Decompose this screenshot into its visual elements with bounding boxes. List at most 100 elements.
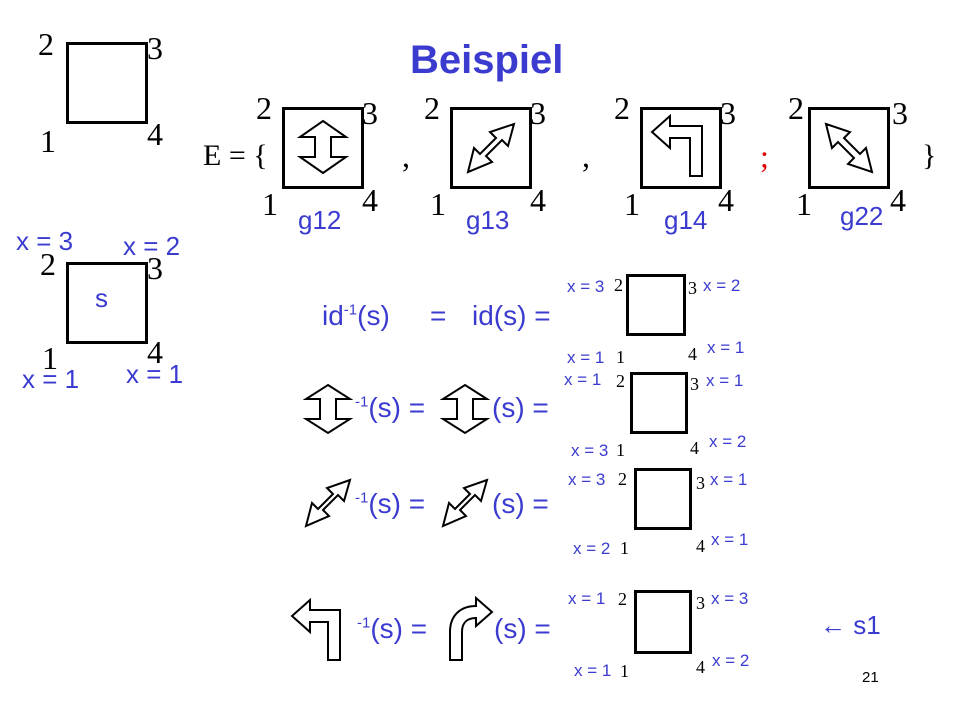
row4-inverse: -1 [357, 614, 371, 632]
s-x-top-left: x = 3 [16, 226, 74, 256]
row2-lhs-vertical-double-arrow-icon [303, 383, 353, 435]
g22-corner-4: 4 [890, 182, 906, 218]
element-label-g22: g22 [840, 201, 884, 231]
row2-result-square [630, 372, 688, 434]
row2-corner-3: 3 [690, 374, 699, 394]
row3-result-square [634, 468, 692, 530]
g12-corner-2: 2 [256, 90, 272, 126]
g13-corner-2: 2 [424, 90, 440, 126]
g22-corner-3: 3 [892, 95, 908, 131]
row1-x-bl: x = 1 [567, 348, 605, 367]
row3-rhs: (s) = [492, 488, 549, 519]
row2-x-tl: x = 1 [564, 370, 602, 389]
row1-corner-4: 4 [688, 344, 697, 364]
page-number: 21 [862, 669, 879, 686]
row3-arg: (s) = [368, 488, 426, 519]
row3-lhs-diagonal-double-arrow-icon [304, 478, 352, 528]
row1-x-tr: x = 2 [703, 276, 741, 295]
s-corner-2: 2 [40, 246, 56, 282]
row3-rhs-diagonal-double-arrow-icon [441, 478, 489, 528]
g22-corner-2: 2 [788, 90, 804, 126]
g12-corner-4: 4 [362, 182, 378, 218]
g14-corner-1: 1 [624, 186, 640, 222]
row4-lhs-bent-arrow-left-icon [290, 598, 341, 661]
result-note: ← s1 [820, 612, 881, 638]
corner-label-1: 1 [40, 123, 56, 159]
row2-lhs: -1(s) = [355, 394, 425, 422]
vertical-double-arrow-icon [296, 119, 350, 175]
g14-corner-3: 3 [720, 95, 736, 131]
row2-x-bl: x = 3 [571, 441, 609, 460]
g14-corner-2: 2 [614, 90, 630, 126]
row4-arg: (s) = [370, 613, 428, 644]
row4-x-tl: x = 1 [568, 589, 606, 608]
row4-corner-4: 4 [696, 657, 705, 677]
row1-corner-2: 2 [614, 275, 623, 295]
row1-inverse: -1 [343, 301, 358, 319]
row4-rhs: (s) = [494, 613, 551, 644]
row1-corner-3: 3 [688, 278, 697, 298]
element-label-g13: g13 [466, 205, 510, 235]
s-corner-4: 4 [147, 334, 163, 370]
row4-rhs-curved-arrow-right-icon [449, 596, 494, 661]
note-s1: s1 [853, 610, 881, 640]
row3-corner-3: 3 [696, 473, 705, 493]
row1-result-square [626, 274, 686, 336]
row2-corner-4: 4 [690, 438, 699, 458]
row2-x-br: x = 2 [709, 432, 747, 451]
row3-lhs: -1(s) = [355, 490, 425, 518]
set-separator-semicolon: ; [760, 138, 769, 174]
element-label-g14: g14 [664, 205, 708, 235]
row1-x-br: x = 1 [707, 338, 745, 357]
set-close: } [922, 139, 937, 172]
row3-corner-1: 1 [620, 538, 629, 558]
row2-x-tr: x = 1 [706, 371, 744, 390]
g13-corner-3: 3 [530, 95, 546, 131]
row4-corner-3: 3 [696, 593, 705, 613]
g12-corner-1: 1 [262, 186, 278, 222]
row3-x-bl: x = 2 [573, 539, 611, 558]
s-corner-3: 3 [147, 250, 163, 286]
row2-corner-2: 2 [616, 371, 625, 391]
g13-corner-1: 1 [430, 186, 446, 222]
row2-corner-1: 1 [616, 440, 625, 460]
g14-corner-4: 4 [718, 182, 734, 218]
row4-result-square [634, 590, 692, 654]
row3-corner-4: 4 [696, 536, 705, 556]
row4-x-br: x = 2 [712, 651, 750, 670]
element-square-g14 [640, 107, 722, 189]
set-separator-1: , [402, 138, 410, 174]
g22-corner-1: 1 [796, 186, 812, 222]
row4-lhs: -1(s) = [357, 615, 427, 643]
row4-x-tr: x = 3 [711, 589, 749, 608]
reference-square [66, 42, 148, 124]
corner-label-3: 3 [147, 30, 163, 66]
row4-x-bl: x = 1 [574, 661, 612, 680]
state-label-s: s [95, 283, 108, 313]
g13-corner-4: 4 [530, 182, 546, 218]
s-corner-1: 1 [42, 340, 58, 376]
element-label-g12: g12 [298, 205, 342, 235]
row3-x-tr: x = 1 [710, 470, 748, 489]
row2-inverse: -1 [355, 393, 369, 411]
row2-rhs-vertical-double-arrow-icon [440, 383, 490, 435]
set-separator-2: , [582, 138, 590, 174]
corner-label-2: 2 [38, 26, 54, 62]
row3-corner-2: 2 [618, 469, 627, 489]
row1-rhs: id(s) = [472, 300, 551, 331]
row1-lhs: id-1(s) [322, 302, 390, 330]
row2-rhs: (s) = [492, 392, 549, 423]
row1-equals: = [430, 300, 447, 331]
corner-label-4: 4 [147, 116, 163, 152]
s-x-top-right: x = 2 [123, 231, 181, 261]
s-x-bottom-left: x = 1 [22, 364, 80, 394]
row1-corner-1: 1 [616, 347, 625, 367]
row3-x-br: x = 1 [711, 530, 749, 549]
row3-inverse: -1 [355, 489, 369, 507]
row1-arg: (s) [357, 300, 390, 331]
row1-id: id [322, 300, 344, 331]
set-open: E = { [203, 139, 268, 172]
bent-arrow-left-icon [650, 114, 703, 177]
diagonal-double-arrow-icon [466, 122, 516, 174]
state-square-s [66, 262, 148, 344]
